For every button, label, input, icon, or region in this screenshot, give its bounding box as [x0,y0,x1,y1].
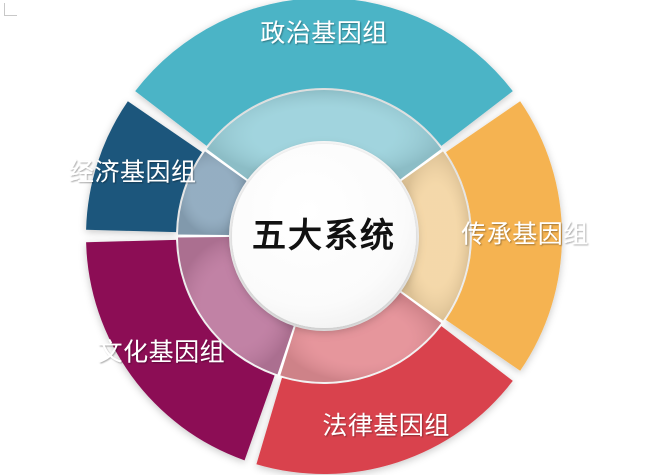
segment-label-law: 法律基因组 [322,412,450,440]
inner-segment-shading-economy [178,151,247,236]
outer-segment-law[interactable] [256,326,513,475]
outer-segment-heritage[interactable] [445,101,562,371]
inner-segment-shading-culture [178,236,294,375]
outer-ring-group [86,0,562,475]
center-hub: 五大系统 [232,144,416,328]
inner-segment-shading-heritage [401,151,470,321]
segment-label-culture: 文化基因组 [98,339,226,367]
outer-segment-politics[interactable] [135,0,513,146]
center-label: 五大系统 [252,217,396,255]
outer-segment-culture[interactable] [86,239,275,461]
center-circle [232,144,416,328]
inner-segment-shading-law [280,292,442,382]
outer-segment-economy[interactable] [86,101,203,233]
inner-segment-shading-politics [206,90,442,180]
segment-label-heritage: 传承基因组 [461,221,589,249]
segment-label-politics: 政治基因组 [260,20,388,48]
page-corner-marker [4,3,17,16]
segment-label-economy: 经济基因组 [69,159,197,187]
inner-ring-group [178,90,470,382]
